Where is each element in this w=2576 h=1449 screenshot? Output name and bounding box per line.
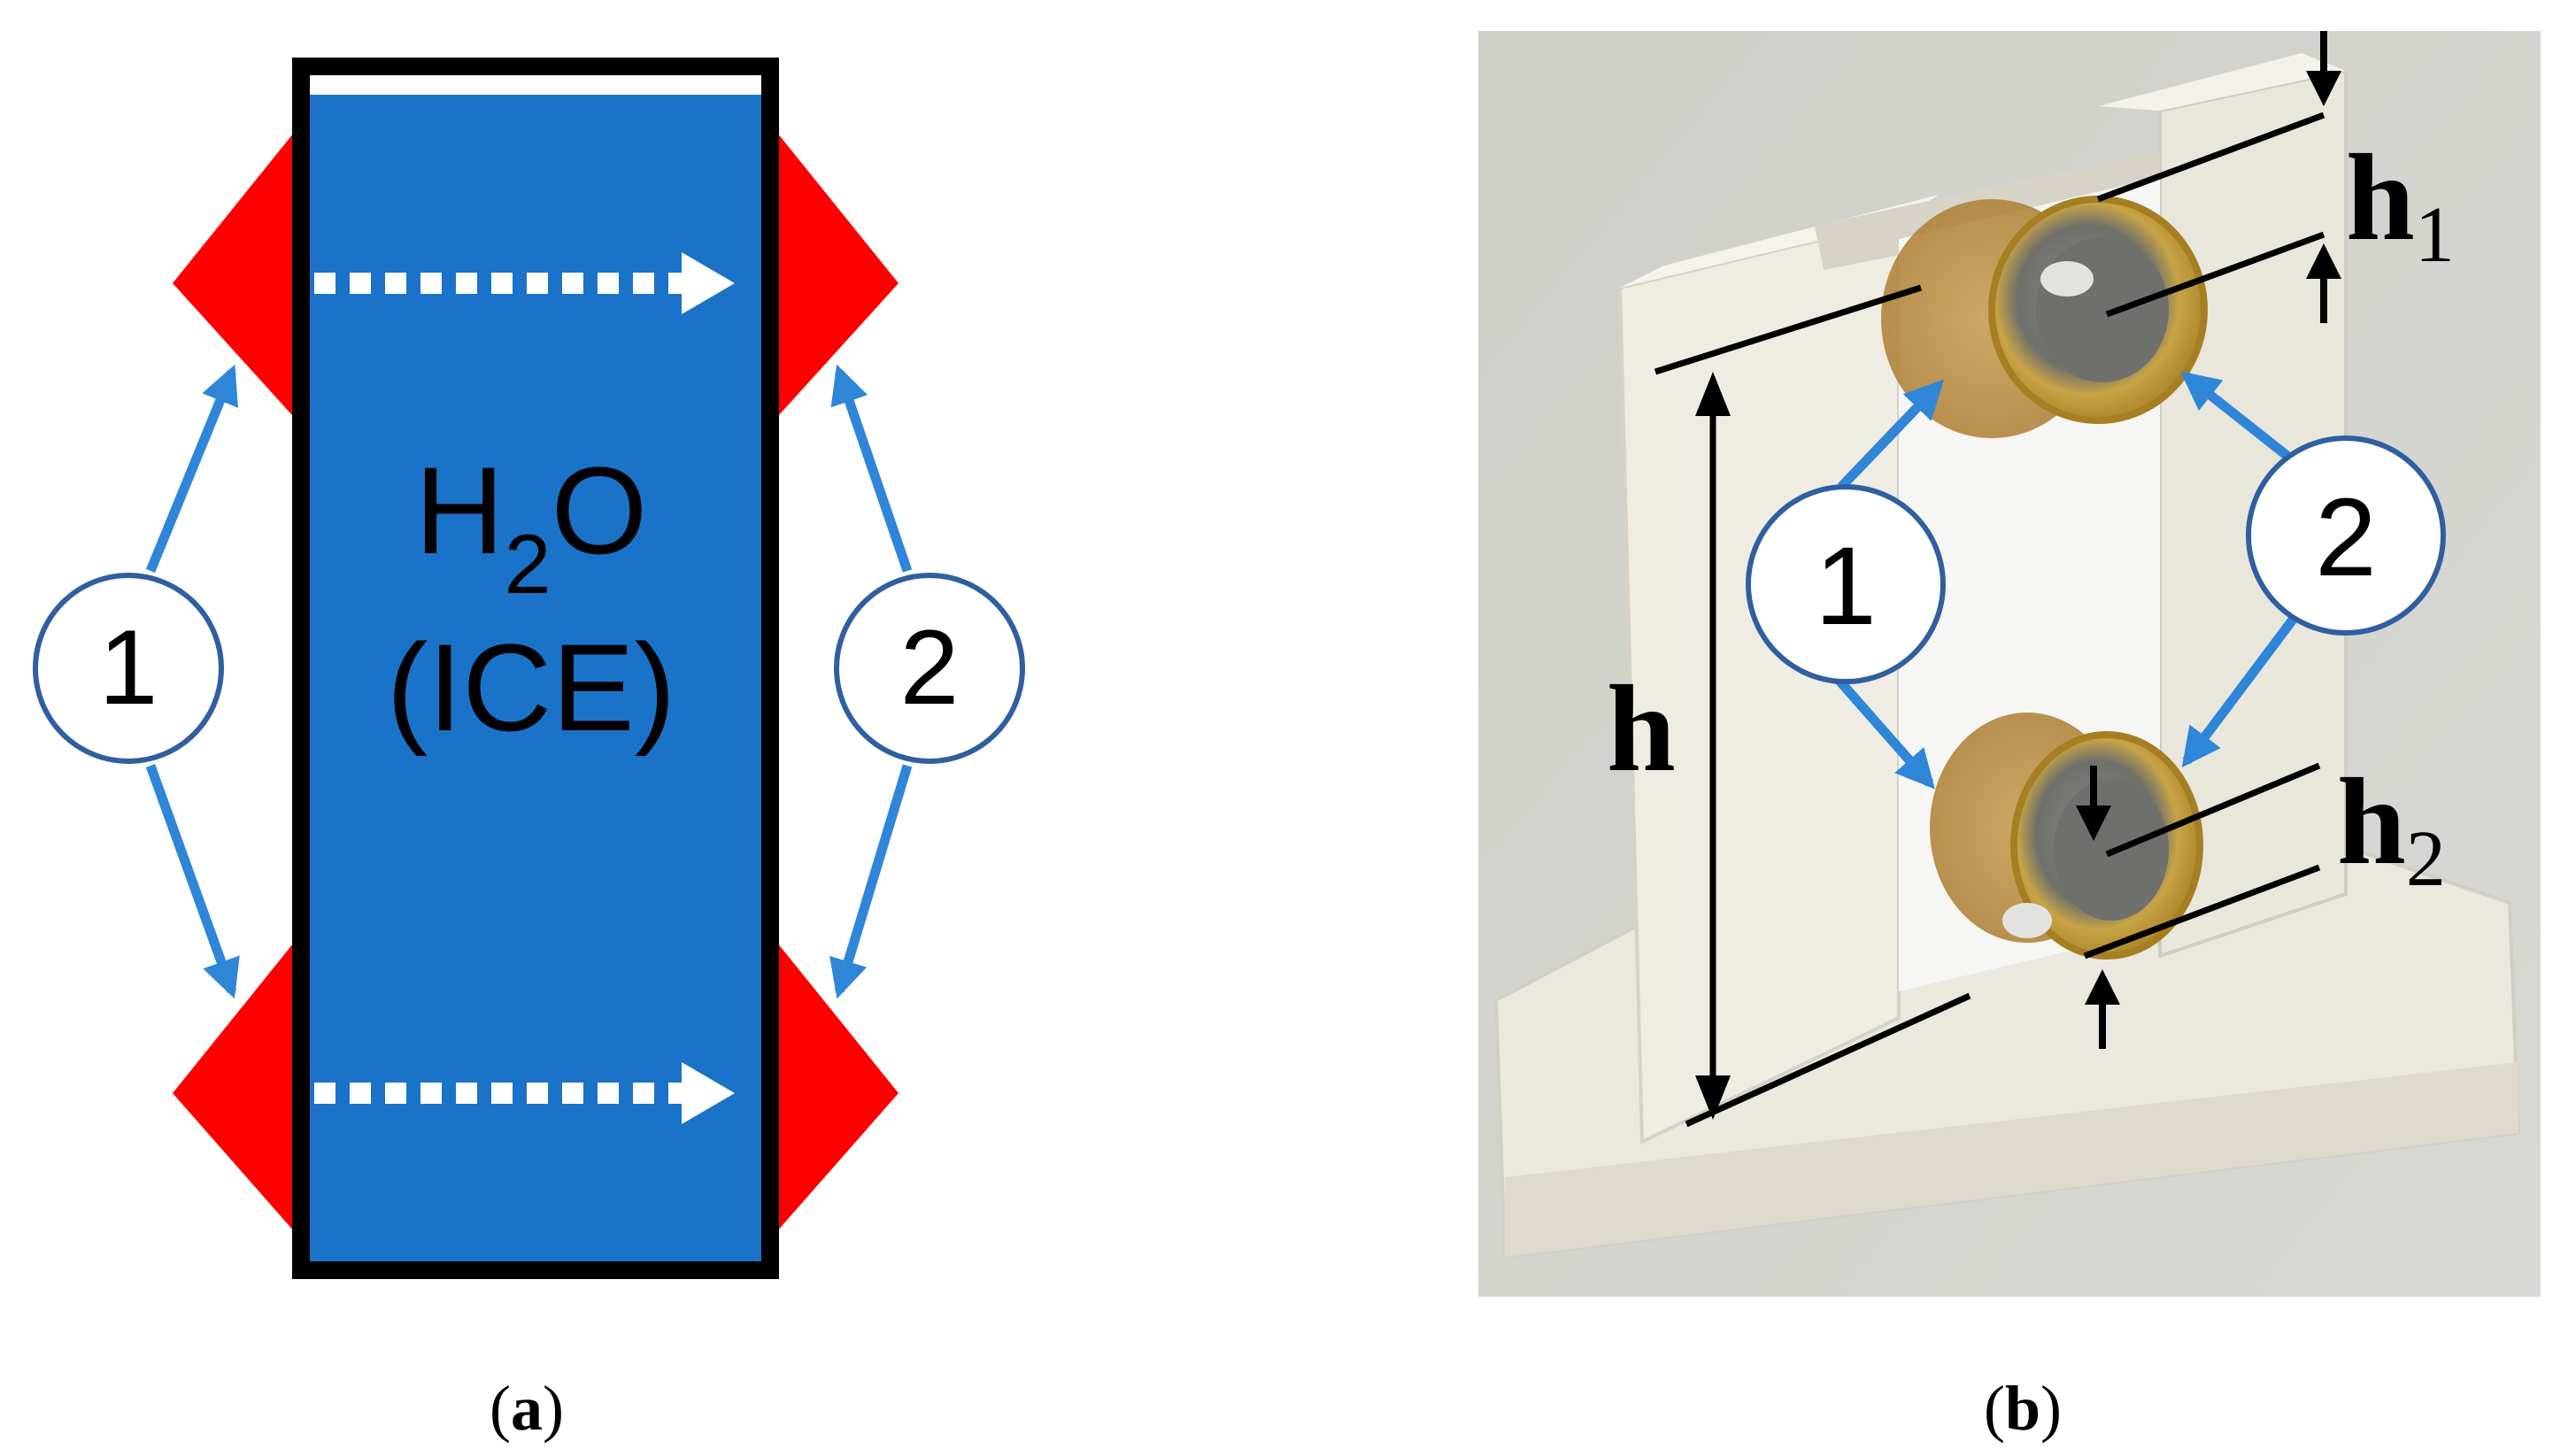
- photo-pointer-2-up: [2180, 371, 2296, 465]
- transducer-top-left: [173, 124, 301, 425]
- photo-pointer-1-down: [1828, 669, 1935, 790]
- substance-label: H2O: [415, 441, 648, 612]
- panel-a: H2O (ICE) 1 2 (a): [33, 58, 1025, 1444]
- caption-b: (b): [1984, 1373, 2062, 1444]
- dimension-line-h1-top: [2096, 112, 2325, 203]
- pointer-arrow-left-down: [145, 764, 240, 999]
- photo-sensor-label-2: 2: [2246, 435, 2446, 636]
- svg-text:1: 1: [1815, 525, 1877, 648]
- transducer-bottom-left: [173, 934, 301, 1239]
- label-h2: h2: [2337, 753, 2446, 903]
- dimension-line-h-top: [1654, 284, 1923, 375]
- photo-sensor-label-1: 1: [1746, 484, 1946, 684]
- wave-arrow-top: [314, 252, 735, 314]
- sensor-label-2: 2: [834, 573, 1025, 764]
- photo-pointer-1-up: [1838, 379, 1945, 490]
- panel-b: h h1 h2 1 2 (b): [1478, 31, 2541, 1444]
- photo-pointer-2-down: [2181, 616, 2297, 768]
- svg-text:2: 2: [900, 608, 960, 727]
- dimension-line-h2-bottom: [2083, 864, 2321, 960]
- dimension-line-h1-bottom: [2105, 231, 2325, 318]
- transducer-top-right: [770, 124, 899, 425]
- caption-a: (a): [490, 1373, 564, 1444]
- label-h1: h1: [2346, 129, 2455, 279]
- phase-label: (ICE): [387, 618, 676, 757]
- ice-column-gap: [310, 75, 761, 95]
- svg-text:2: 2: [2315, 476, 2377, 599]
- dimension-line-h2-top: [2105, 762, 2321, 858]
- dimension-line-h-bottom: [1685, 992, 1971, 1128]
- pointer-arrow-right-down: [829, 764, 913, 999]
- transducer-bottom-right: [770, 934, 899, 1239]
- pointer-arrow-right-up: [830, 364, 913, 573]
- label-h: h: [1607, 660, 1676, 798]
- svg-text:1: 1: [99, 608, 158, 727]
- sensor-label-1: 1: [33, 573, 224, 764]
- wave-arrow-bottom: [314, 1062, 735, 1124]
- pointer-arrow-left-up: [145, 364, 239, 574]
